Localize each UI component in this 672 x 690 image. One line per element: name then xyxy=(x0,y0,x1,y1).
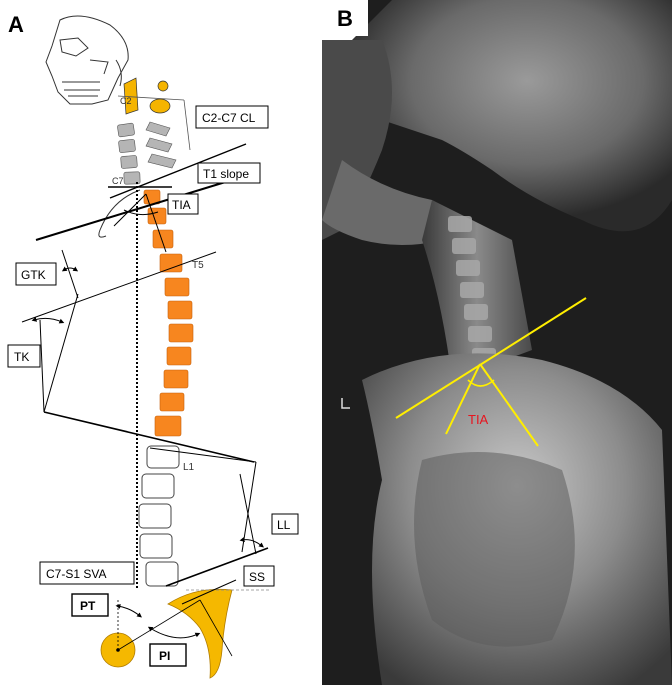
gtk-arc xyxy=(61,266,79,272)
panel-a: A C2 C7 xyxy=(0,0,320,685)
ll-perp-1 xyxy=(241,461,257,553)
xray-tia-label: TIA xyxy=(468,412,489,427)
c7-label: C7 xyxy=(112,176,124,186)
gtk-perp xyxy=(61,249,79,299)
label-pt: PT xyxy=(80,599,96,613)
xray-tia-right xyxy=(479,363,539,447)
tk-perp-right xyxy=(43,293,79,413)
xray-cervical-spine xyxy=(448,216,496,364)
xray-tia-left xyxy=(445,363,481,435)
pi-perp xyxy=(199,599,233,657)
ll-perp-2 xyxy=(239,473,257,555)
label-ll-box: LL xyxy=(271,513,299,535)
label-pt-box: PT xyxy=(71,593,109,617)
ll-arc xyxy=(239,537,264,548)
c2-vertebra xyxy=(123,77,139,115)
panel-b-letter: B xyxy=(322,0,368,36)
xray-image: TIA xyxy=(322,0,672,685)
label-ss: SS xyxy=(249,570,265,584)
label-pi-box: PI xyxy=(149,643,187,667)
pi-line xyxy=(117,599,201,651)
c2-label: C2 xyxy=(120,96,132,106)
skull-outline xyxy=(45,15,129,105)
tk-arc xyxy=(31,316,65,324)
t5-label: T5 xyxy=(192,260,204,271)
xray-skull xyxy=(350,0,672,232)
spine-diagram: C2 C7 T5 xyxy=(7,15,299,679)
thoracic-vertebrae xyxy=(143,189,194,437)
c2-endplate-line xyxy=(117,95,185,101)
l1-label: L1 xyxy=(183,462,195,473)
label-ss-box: SS xyxy=(243,565,275,587)
label-tk-box: TK xyxy=(7,344,41,368)
label-c2c7cl: C2-C7 CL xyxy=(202,111,256,125)
xray-corner-marker xyxy=(341,398,350,409)
t1-slope-line xyxy=(109,143,247,199)
label-gtk: GTK xyxy=(21,268,46,282)
ss-endplate xyxy=(181,579,237,605)
label-c2c7cl-box: C2-C7 CL xyxy=(195,105,269,129)
pi-arc xyxy=(147,626,201,639)
c2-yellow-marker xyxy=(149,98,171,114)
label-sva-box: C7-S1 SVA xyxy=(39,561,135,585)
lumbar-vertebrae xyxy=(138,445,180,587)
s1-endplate-line xyxy=(165,547,269,587)
tk-perp-left xyxy=(39,319,45,413)
label-t1slope-box: T1 slope xyxy=(197,162,261,184)
xray-lung xyxy=(414,452,575,647)
label-tia: TIA xyxy=(172,198,191,212)
pt-arc xyxy=(115,603,142,618)
xray-tia-arc xyxy=(467,379,495,387)
label-gtk-box: GTK xyxy=(15,262,57,286)
t5-line xyxy=(21,251,217,323)
label-pi: PI xyxy=(159,649,170,663)
panel-b: TIA B xyxy=(322,0,672,685)
cervical-vertebrae xyxy=(117,121,177,185)
tia-line-2 xyxy=(113,193,147,227)
l1-endplate-line xyxy=(149,447,257,463)
label-ll: LL xyxy=(277,518,291,532)
t12-line xyxy=(43,411,255,463)
label-tk: TK xyxy=(14,350,29,364)
sacrum xyxy=(167,588,233,679)
xray-jaw xyxy=(322,160,446,245)
xray-t1-line xyxy=(395,297,587,419)
label-t1slope: T1 slope xyxy=(203,167,249,181)
c2-perp-line xyxy=(183,99,191,151)
tia-line xyxy=(145,193,167,253)
label-sva: C7-S1 SVA xyxy=(46,567,106,581)
c2-yellow-small xyxy=(157,80,169,92)
label-tia-box: TIA xyxy=(167,193,199,215)
upper-endplate-line xyxy=(35,179,233,241)
t1-rib xyxy=(98,189,141,238)
tia-arc xyxy=(123,209,159,216)
panel-a-letter: A xyxy=(8,12,24,37)
